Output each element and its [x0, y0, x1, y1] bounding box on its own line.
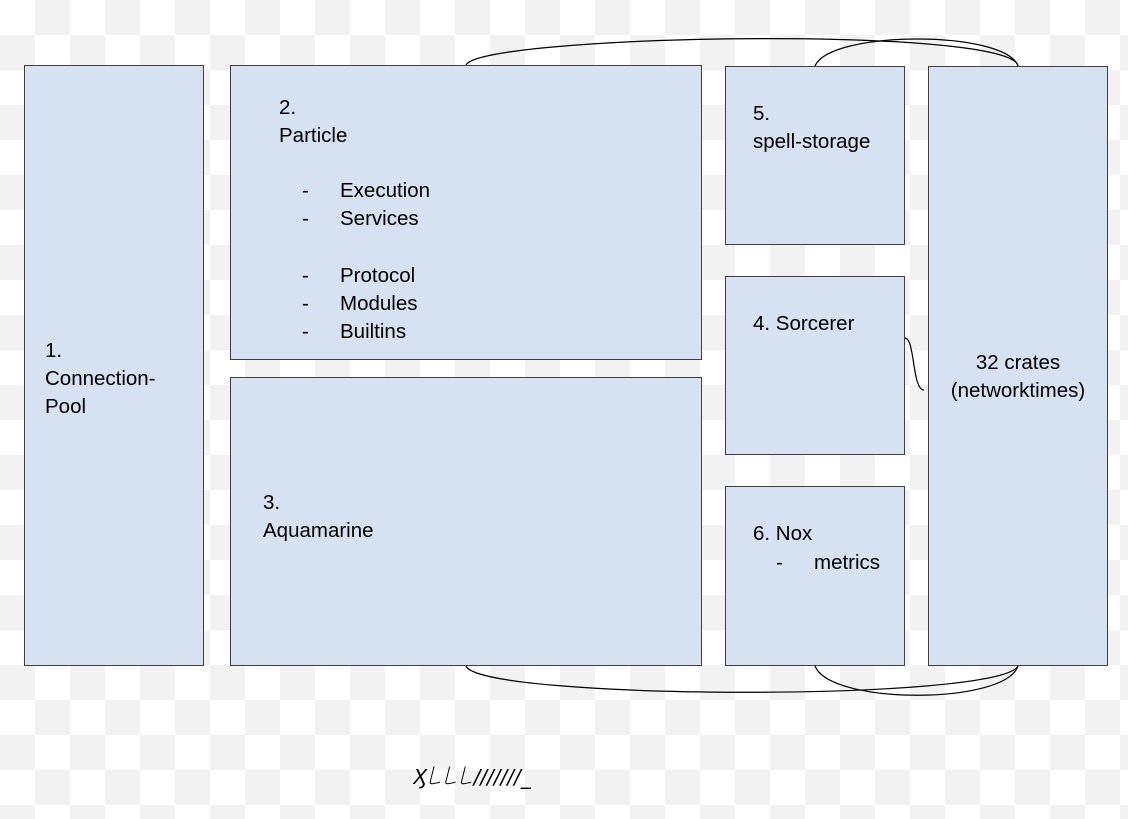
list-item: - Protocol — [302, 262, 430, 290]
list-item: - Services — [302, 205, 430, 233]
node-crates-label: 32 crates (networktimes) — [929, 349, 1107, 405]
node-sorcerer: 4. Sorcerer — [725, 276, 905, 455]
node-aquamarine-label: 3. Aquamarine — [263, 489, 374, 545]
connector-aquamarine-to-crates — [465, 665, 1019, 693]
node-nox: 6. Nox - metrics — [725, 486, 905, 666]
footer-scribble: Ӽ꒒꒒꒒///////_ — [413, 765, 531, 789]
list-item-label: Services — [340, 207, 419, 230]
node-particle-heading: 2. Particle — [279, 94, 347, 150]
node-spell-storage: 5. spell-storage — [725, 66, 905, 245]
list-item: - Modules — [302, 290, 430, 318]
connector-nox-to-crates — [814, 665, 1019, 696]
bullet-dash: - — [302, 179, 309, 202]
list-item-label: Builtins — [340, 320, 407, 343]
node-connection-pool-number: 1. — [45, 339, 63, 362]
node-connection-pool-title-line2: Pool — [45, 395, 87, 418]
node-sorcerer-label: 4. Sorcerer — [753, 312, 855, 335]
node-crates: 32 crates (networktimes) — [928, 66, 1108, 666]
node-aquamarine-title: Aquamarine — [263, 519, 374, 542]
node-particle-items: -Execution -Services -Protocol -Modules … — [302, 177, 430, 346]
node-particle-title: Particle — [279, 124, 348, 147]
bullet-dash: - — [302, 207, 309, 230]
connector-particle-to-crates — [465, 38, 1019, 66]
list-item: - Builtins — [302, 318, 430, 346]
node-spell-storage-number: 5. — [753, 102, 771, 125]
node-connection-pool-label: 1. Connection- Pool — [45, 337, 156, 421]
connector-sorcerer-to-crates — [904, 337, 925, 391]
connector-spell-storage-to-crates — [814, 38, 1019, 67]
bullet-dash: - — [302, 320, 309, 343]
node-connection-pool: 1. Connection- Pool — [24, 65, 204, 666]
node-nox-label: 6. Nox — [753, 522, 813, 545]
bullet-dash: - — [302, 264, 309, 287]
node-nox-items: - metrics — [776, 549, 880, 577]
node-crates-line2: (networktimes) — [950, 379, 1086, 402]
node-crates-line1: 32 crates — [975, 351, 1061, 374]
list-item-label: metrics — [814, 551, 881, 574]
list-item: - Execution — [302, 177, 430, 205]
list-item: - metrics — [776, 549, 880, 577]
node-spell-storage-title: spell-storage — [753, 130, 871, 153]
list-item-label: Modules — [340, 292, 418, 315]
list-item-label: Protocol — [340, 264, 416, 287]
bullet-dash: - — [302, 292, 309, 315]
list-item-label: Execution — [340, 179, 431, 202]
bullet-dash: - — [776, 551, 783, 574]
node-particle-number: 2. — [279, 96, 297, 119]
node-aquamarine-number: 3. — [263, 491, 281, 514]
node-spell-storage-label: 5. spell-storage — [753, 100, 870, 156]
node-particle: 2. Particle - Execution - Services - Protoc… — [230, 65, 702, 360]
node-aquamarine: 3. Aquamarine — [230, 377, 702, 666]
node-connection-pool-title-line1: Connection- — [45, 367, 156, 390]
